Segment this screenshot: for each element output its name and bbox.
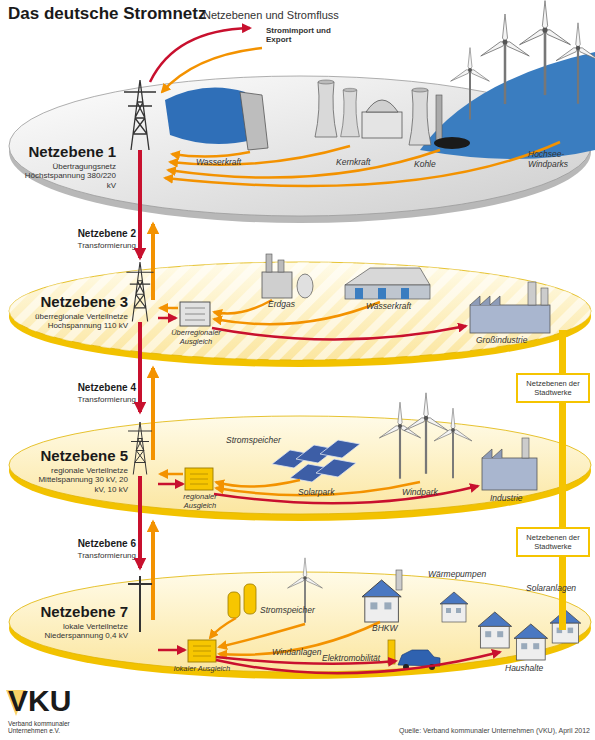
text-label: Solarpark: [298, 488, 358, 498]
level-disk-shape: [9, 572, 591, 672]
text-label: Haushalte: [505, 664, 565, 674]
text-label: Stromspeicher: [226, 436, 290, 446]
grid-level-disk: Netzebene 3überregionale Verteilnetze Ho…: [8, 258, 592, 368]
flow-arrow: [138, 368, 142, 412]
text-label: Wärmepumpen: [428, 570, 492, 580]
text-label: Stromspeicher: [260, 606, 324, 616]
text-label: Transformierung: [46, 241, 136, 250]
utility-box: Netzebenen der Stadtwerke: [516, 373, 590, 403]
offshore-wind: [555, 23, 595, 104]
text-label: Transformierung: [46, 551, 136, 560]
level-disk-shape: [9, 262, 591, 360]
text-label: Wasserkraft: [196, 158, 256, 168]
utility-label: Netzebenen der Stadtwerke: [518, 378, 588, 398]
text-label: BHKW: [372, 624, 412, 634]
level-description: Übertragungsnetz Höchstspannung 380/220 …: [20, 162, 116, 191]
offshore-wind: [518, 1, 572, 96]
text-label: Verband kommunaler Unternehmen e.V.: [8, 720, 103, 735]
utility-label: Netzebenen der Stadtwerke: [518, 532, 588, 552]
text-label: Netzebene 2: [56, 228, 136, 240]
grid-level-disk: Netzebene 5regionale Verteilnetze Mittel…: [8, 412, 592, 522]
text-label: Kohle: [414, 160, 454, 170]
text-label: Netzebene 4: [56, 382, 136, 394]
import-export-arrows: [150, 28, 250, 82]
text-label: Netzebene 6: [56, 538, 136, 550]
level-label-group: Netzebene 5regionale Verteilnetze Mittel…: [32, 448, 128, 494]
title: Das deutsche Stromnetz: [8, 4, 206, 24]
text-label: Industrie: [490, 494, 540, 504]
transfer-line: [140, 150, 153, 620]
level-disk-shape: [9, 416, 591, 514]
text-label: regionaler Ausgleich: [170, 493, 230, 510]
level-heading: Netzebene 5: [32, 448, 128, 465]
flow-arrow: [138, 224, 142, 258]
grid-level-disk: Netzebene 7lokale Verteilnetze Niederspa…: [8, 568, 592, 680]
flow-arrow: [151, 522, 155, 568]
utility-box: Netzebenen der Stadtwerke: [516, 527, 590, 557]
text-label: Hochsee-Windparks: [528, 150, 578, 170]
text-label: lokaler Ausgleich: [172, 665, 232, 674]
text-label: VKU: [8, 684, 98, 719]
level-label-group: Netzebene 3überregionale Verteilnetze Ho…: [32, 294, 128, 331]
text-label: Solaranlagen: [526, 584, 588, 594]
text-label: Erdgas: [268, 300, 318, 310]
text-label: Stromimport und Export: [266, 26, 336, 44]
text-label: Großindustrie: [476, 336, 546, 346]
text-label: Überregionaler Ausgleich: [166, 329, 226, 346]
level-disk-shape: [9, 76, 591, 216]
level-description: überregionale Verteilnetze Hochspannung …: [32, 312, 128, 331]
flow-arrow: [151, 368, 155, 412]
flow-arrow: [138, 522, 142, 568]
text-label: Kernkraft: [336, 158, 396, 168]
level-description: regionale Verteilnetze Mittelspannung 30…: [32, 466, 128, 495]
text-label: Wasserkraft: [366, 302, 426, 312]
flow-arrow: [151, 224, 155, 258]
caption: Quelle: Verband kommunaler Unternehmen (…: [355, 727, 590, 734]
level-label-group: Netzebene 1Übertragungsnetz Höchstspannu…: [20, 144, 116, 190]
offshore-wind: [480, 14, 531, 104]
level-description: lokale Verteilnetze Niederspannung 0,4 k…: [32, 622, 128, 641]
text-label: Transformierung: [46, 395, 136, 404]
text-label: Windpark: [402, 488, 452, 498]
level-heading: Netzebene 3: [32, 294, 128, 311]
text-label: Elektromobilität: [322, 654, 388, 664]
grid-level-disk: Netzebene 1Übertragungsnetz Höchstspannu…: [8, 72, 592, 224]
level-disk-shape: [9, 262, 591, 360]
level-label-group: Netzebene 7lokale Verteilnetze Niederspa…: [32, 604, 128, 641]
text-label: Netzebenen und Stromfluss: [203, 9, 403, 22]
level-heading: Netzebene 7: [32, 604, 128, 621]
level-heading: Netzebene 1: [20, 144, 116, 161]
